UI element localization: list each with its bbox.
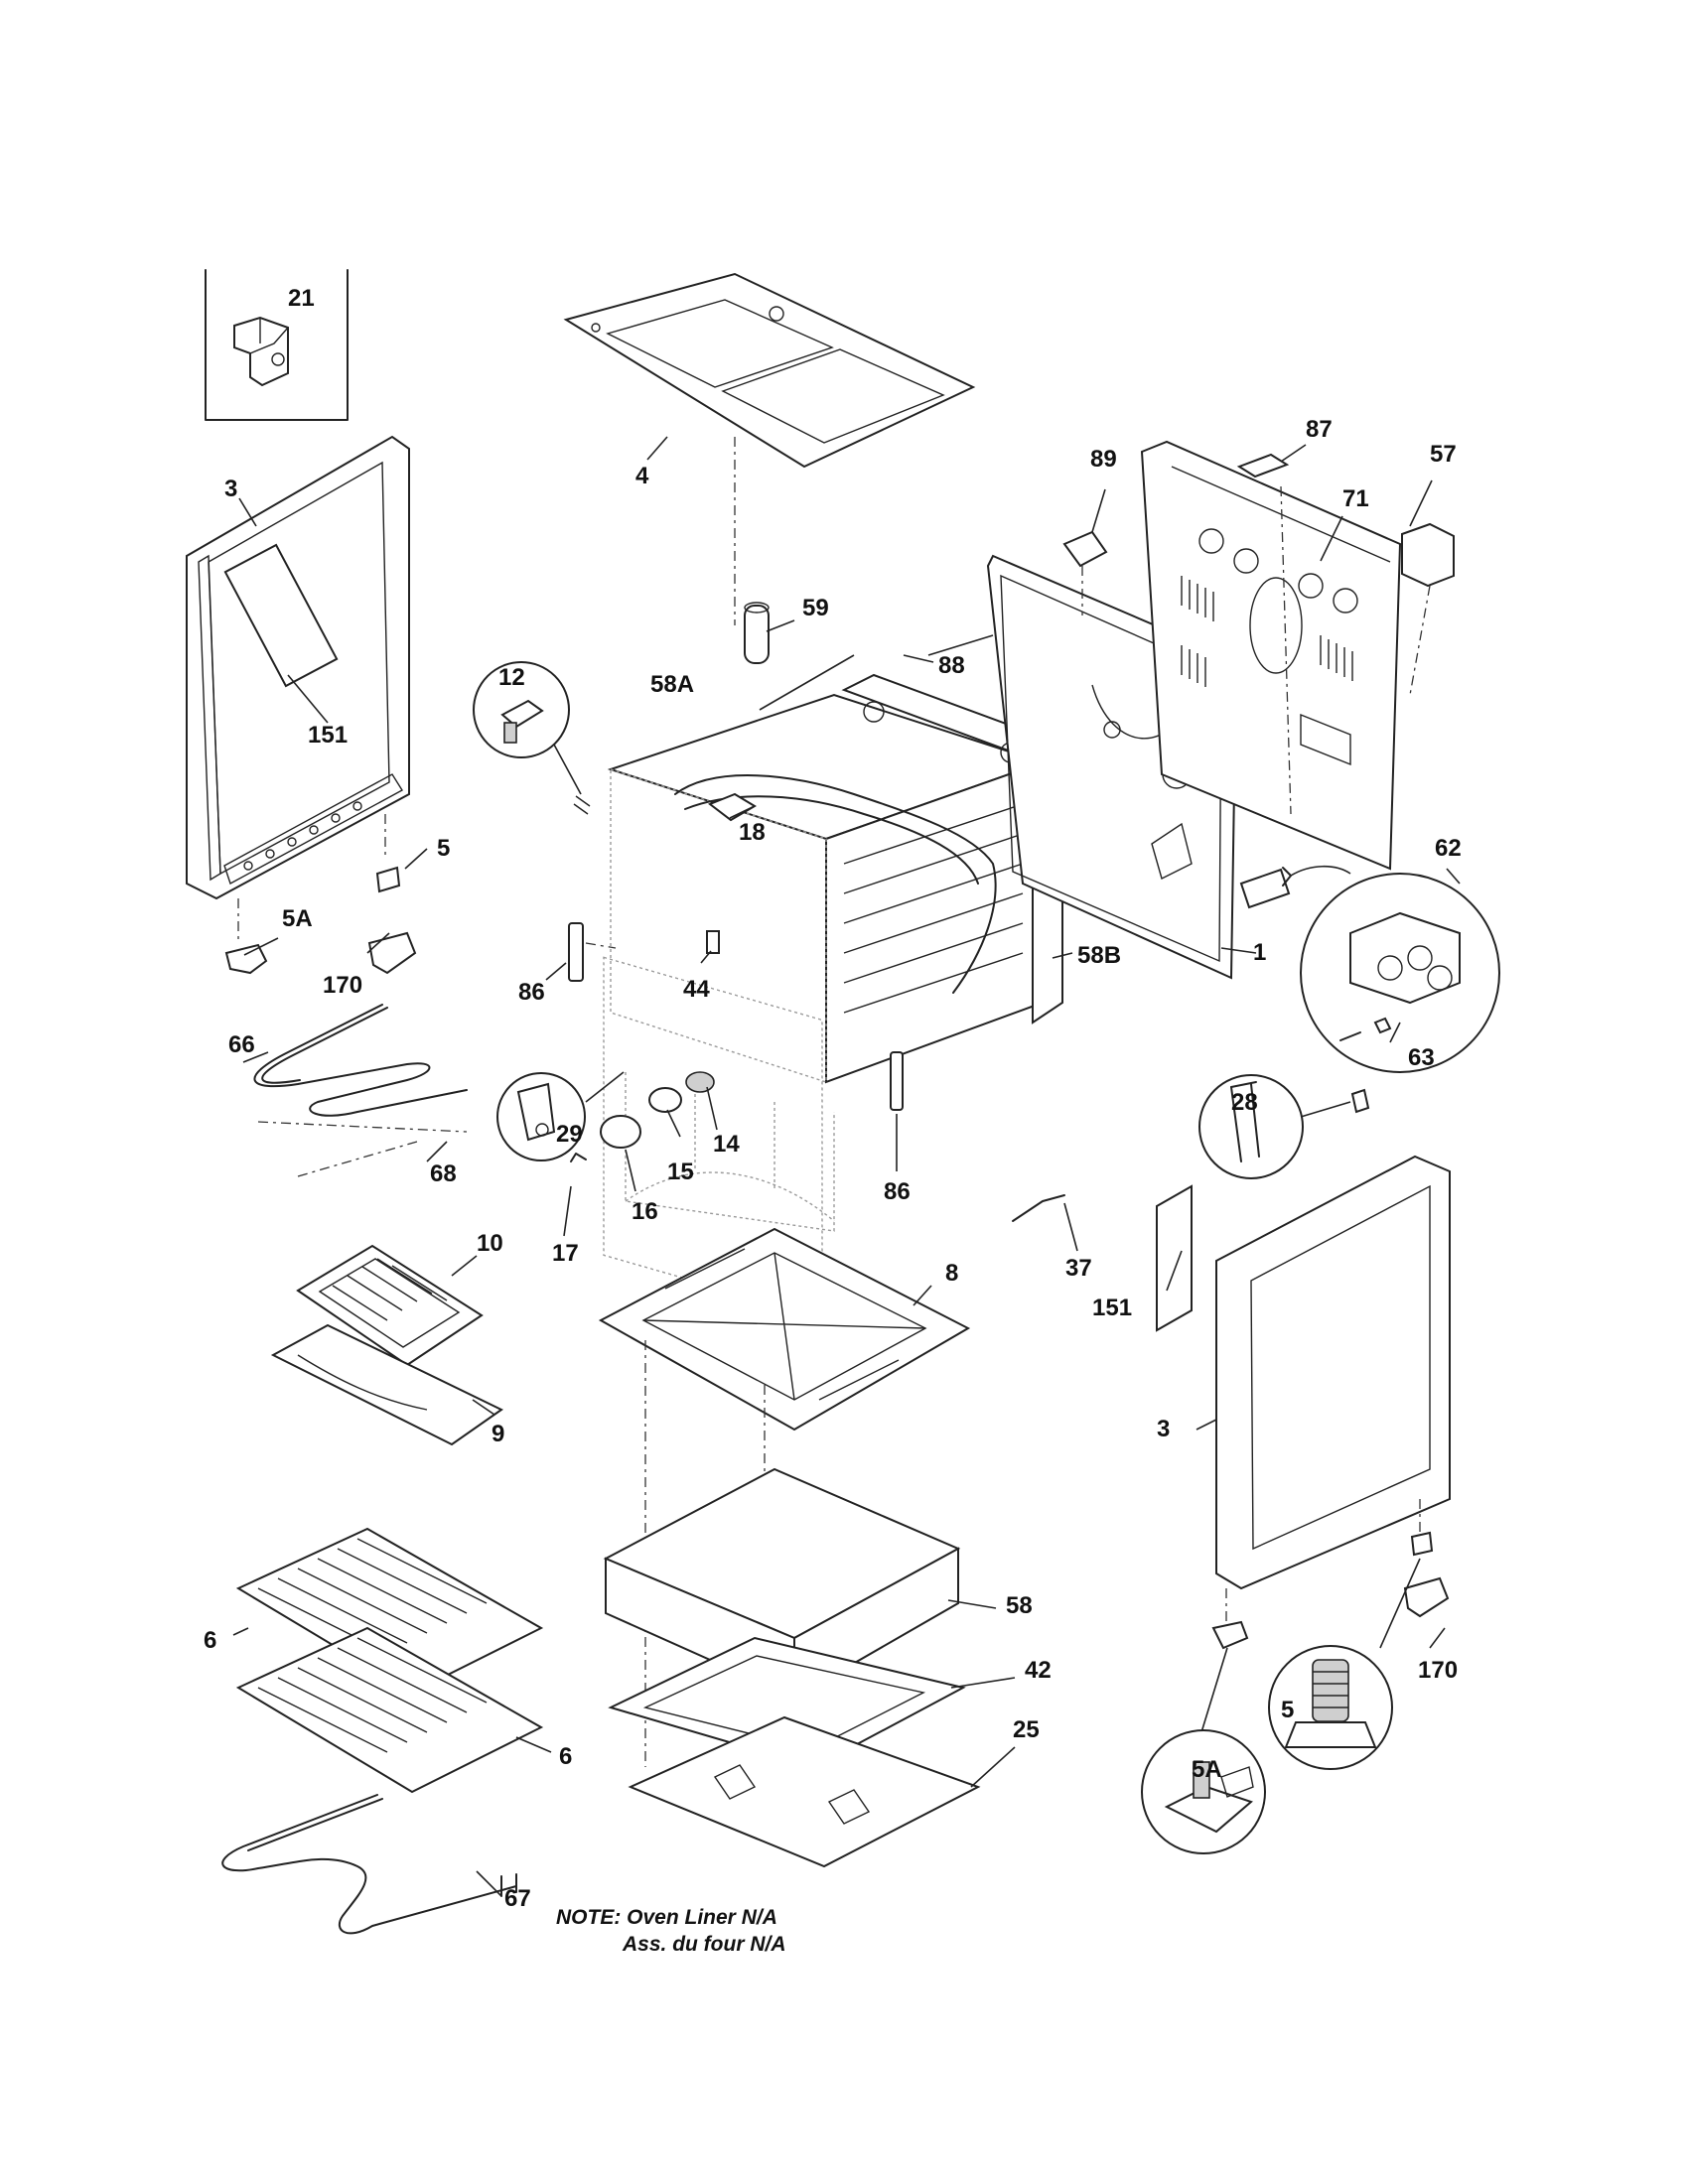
label-part-5A-right: 5A (1192, 1756, 1222, 1783)
part-87 (1236, 453, 1290, 478)
label-part-15: 15 (667, 1159, 694, 1185)
label-part-58A: 58A (650, 671, 694, 698)
label-part-37: 37 (1065, 1255, 1092, 1282)
light-assembly (570, 1071, 715, 1162)
label-part-6-lower: 6 (559, 1743, 572, 1770)
label-part-1: 1 (1253, 939, 1266, 966)
part-88-wire (927, 634, 994, 656)
label-part-86-left: 86 (518, 979, 545, 1006)
part-12-callout (473, 661, 591, 815)
oven-rack-lower (235, 1626, 544, 1794)
label-part-5A-left: 5A (282, 905, 313, 932)
label-part-16: 16 (632, 1198, 658, 1225)
left-side-panel (186, 435, 410, 900)
label-part-67: 67 (504, 1885, 531, 1912)
note-line-1: NOTE: Oven Liner N/A (556, 1906, 777, 1929)
label-part-42: 42 (1025, 1657, 1052, 1684)
part-44 (706, 930, 720, 954)
part-57 (1401, 522, 1455, 696)
label-part-151-right: 151 (1092, 1295, 1132, 1321)
part-21-inset (205, 269, 349, 421)
label-part-66: 66 (228, 1031, 255, 1058)
broil-pan (270, 1244, 503, 1446)
label-part-29: 29 (556, 1121, 583, 1148)
label-part-12: 12 (498, 664, 525, 691)
label-part-58B: 58B (1077, 942, 1121, 969)
label-part-62: 62 (1435, 835, 1462, 862)
top-panel (563, 272, 976, 469)
part-37-wire (1012, 1194, 1065, 1222)
oven-cavity (603, 693, 1047, 1319)
label-part-28: 28 (1231, 1089, 1258, 1116)
label-part-21: 21 (288, 285, 315, 312)
right-side-panel (1156, 1155, 1451, 1590)
label-part-5-right: 5 (1281, 1697, 1294, 1723)
label-part-44: 44 (683, 976, 710, 1003)
label-part-57: 57 (1430, 441, 1457, 468)
label-part-9: 9 (492, 1421, 504, 1447)
part-5A-callout (1141, 1729, 1266, 1854)
label-part-3-left: 3 (224, 476, 237, 502)
broil-element (253, 1004, 468, 1177)
part-62-callout (1239, 865, 1500, 1073)
label-part-10: 10 (477, 1230, 503, 1257)
label-part-3-right: 3 (1157, 1416, 1170, 1442)
part-89 (1062, 530, 1108, 615)
leader-lines (232, 436, 1461, 1897)
part-59 (744, 602, 770, 664)
label-part-71: 71 (1342, 485, 1369, 512)
label-part-86-right: 86 (884, 1178, 911, 1205)
label-part-4: 4 (635, 463, 649, 489)
label-part-87: 87 (1306, 416, 1333, 443)
label-part-18: 18 (739, 819, 766, 846)
label-part-8: 8 (945, 1260, 958, 1287)
label-part-6-upper: 6 (204, 1627, 216, 1654)
part-28-callout (1198, 1074, 1370, 1179)
bake-element (221, 1794, 517, 1935)
label-part-59: 59 (802, 595, 829, 621)
label-part-170-left: 170 (323, 972, 362, 999)
label-part-151-left: 151 (308, 722, 348, 749)
label-part-5-left: 5 (437, 835, 450, 862)
label-part-25: 25 (1013, 1716, 1040, 1743)
label-part-88: 88 (938, 652, 965, 679)
label-part-17: 17 (552, 1240, 579, 1267)
label-part-89: 89 (1090, 446, 1117, 473)
part-86-left (568, 922, 617, 982)
bottom-plate (628, 1715, 981, 1868)
rear-cover (1140, 440, 1402, 871)
part-29-callout (496, 1071, 625, 1161)
label-part-63: 63 (1408, 1044, 1435, 1071)
part-86-right (890, 1051, 904, 1111)
note-line-2: Ass. du four N/A (622, 1933, 786, 1956)
part-5-callout (1268, 1645, 1393, 1770)
label-part-170-right: 170 (1418, 1657, 1458, 1684)
oven-bottom (598, 1227, 971, 1432)
oven-liner-note: NOTE: Oven Liner N/A Ass. du four N/A (556, 1906, 786, 1956)
label-part-58: 58 (1006, 1592, 1033, 1619)
right-leveling-hardware (1200, 1499, 1450, 1733)
label-part-14: 14 (713, 1131, 740, 1158)
part-labels: 21 3 151 5 5A 170 4 59 12 58A 88 18 89 8… (204, 285, 1462, 1912)
label-part-68: 68 (430, 1160, 457, 1187)
left-leveling-hardware (224, 814, 417, 975)
